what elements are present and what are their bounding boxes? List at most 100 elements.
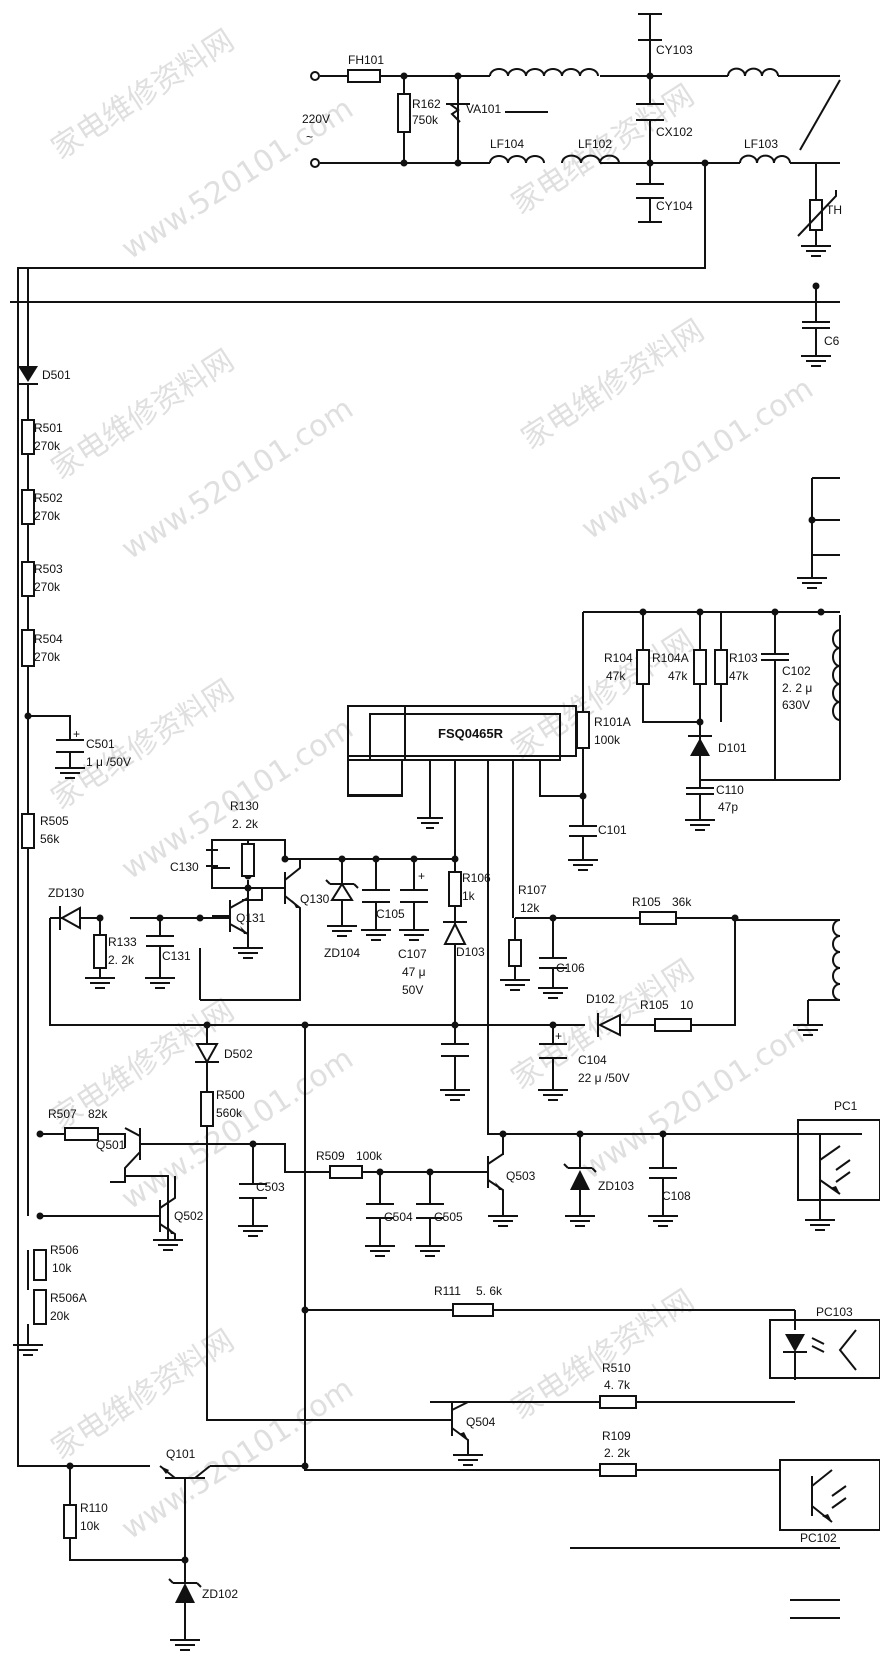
thermistor-th: [797, 190, 837, 237]
label-r503: R503: [34, 562, 63, 576]
inductor-top-2: [561, 68, 599, 77]
resistor-r510: [599, 1395, 637, 1409]
label-zd130: ZD130: [48, 886, 84, 900]
label-cx102: CX102: [656, 125, 693, 139]
capacitor-c503: [239, 1183, 267, 1199]
label-r509: R509: [316, 1149, 345, 1163]
label-c130: C130: [170, 860, 199, 874]
transistor-q503: [470, 1134, 504, 1216]
resistor-r505: [21, 813, 35, 849]
resistor-r104: [636, 649, 650, 685]
resistor-r507: [64, 1127, 99, 1141]
resistor-r107: [508, 939, 522, 967]
label-r130: R130: [230, 799, 259, 813]
label-r500: R500: [216, 1088, 245, 1102]
label-r133: R133: [108, 935, 137, 949]
value-r104: 47k: [606, 669, 626, 683]
label-r103: R103: [729, 651, 758, 665]
value-r505: 56k: [40, 832, 60, 846]
value-r106: 1k: [462, 889, 476, 903]
capacitor-cy103: [638, 13, 662, 41]
label-r110: R110: [80, 1501, 108, 1515]
label-c102: C102: [782, 664, 811, 678]
watermark-cn: 家电维修资料网: [45, 343, 240, 487]
label-c501: C501: [86, 737, 115, 751]
value-r506: 10k: [52, 1261, 72, 1275]
watermarks: 家电维修资料网 www.520101.com 家电维修资料网 家电维修资料网 w…: [45, 23, 819, 1547]
label-c110: C110: [716, 783, 744, 797]
label-q501: Q501: [96, 1138, 126, 1152]
resistor-r104a: [693, 649, 707, 685]
value-c102-cap: 2. 2 μ: [782, 681, 812, 695]
label-c503: C503: [256, 1180, 285, 1194]
optocoupler-pc1x: [797, 1119, 880, 1201]
label-q101: Q101: [166, 1447, 196, 1461]
transistor-q130: [262, 859, 301, 930]
mains-ac-symbol: ~: [306, 130, 313, 144]
capacitor-c110: [686, 787, 714, 795]
inductor-top-1: [489, 68, 563, 77]
label-va101: VA101: [466, 102, 501, 116]
value-r133: 2. 2k: [108, 953, 135, 967]
ic-fsq0465r: [347, 705, 577, 797]
label-d103: D103: [456, 945, 485, 959]
label-zd102: ZD102: [202, 1587, 238, 1601]
label-zd103: ZD103: [598, 1179, 634, 1193]
transistor-q504: [430, 1401, 469, 1455]
zener-zd130: [59, 906, 81, 930]
label-c131: C131: [162, 949, 191, 963]
optocoupler-pc103: [769, 1310, 880, 1380]
inductor-top-3: [727, 67, 779, 77]
label-q131: Q131: [236, 911, 266, 925]
capacitor-c106: [539, 957, 567, 969]
label-c6x: C6: [824, 334, 840, 348]
label-pc102: PC102: [800, 1531, 837, 1545]
value-r509: 100k: [356, 1149, 383, 1163]
capacitor-c501: [56, 739, 84, 753]
label-r101a: R101A: [594, 715, 631, 729]
label-pc1x: PC1: [834, 1099, 858, 1113]
transistor-q502: [40, 1176, 176, 1240]
label-q130: Q130: [300, 892, 330, 906]
value-c107-cap: 47 μ: [402, 965, 426, 979]
label-r111: R111: [434, 1284, 461, 1298]
value-r101a: 100k: [594, 733, 621, 747]
resistor-r162: [397, 93, 411, 133]
zener-zd102: [168, 1578, 202, 1603]
capacitor-c107: [400, 889, 428, 903]
label-r501: R501: [34, 421, 63, 435]
c501-plus-mark: +: [73, 727, 80, 741]
fuse-fh101: [347, 69, 381, 83]
inductor-lf103: [739, 154, 791, 164]
label-c504: C504: [384, 1210, 413, 1224]
capacitor-c504: [366, 1203, 394, 1219]
transformer-aux: [832, 919, 841, 1001]
label-c505: C505: [434, 1210, 463, 1224]
c107-plus-mark: +: [418, 869, 425, 883]
label-c101: C101: [598, 823, 627, 837]
capacitor-c505: [416, 1203, 444, 1219]
value-r105-36k: 36k: [672, 895, 692, 909]
label-r107: R107: [518, 883, 547, 897]
value-r130: 2. 2k: [232, 817, 259, 831]
capacitor-cx102: [636, 103, 664, 121]
mains-voltage-label: 220V: [302, 112, 330, 126]
label-lf102: LF102: [578, 137, 612, 151]
resistor-r105-10: [654, 1018, 692, 1032]
value-r503: 270k: [34, 580, 61, 594]
label-r106: R106: [462, 871, 491, 885]
resistor-r509: [329, 1165, 363, 1179]
resistor-r506a: [33, 1289, 47, 1325]
label-r502: R502: [34, 491, 63, 505]
label-fh101: FH101: [348, 53, 384, 67]
label-r505: R505: [40, 814, 69, 828]
transistor-q101: [159, 1465, 211, 1490]
label-c106: C106: [556, 961, 585, 975]
label-c108: C108: [662, 1189, 691, 1203]
diode-d502: [195, 1043, 219, 1065]
resistor-r503: [21, 561, 35, 597]
label-cy104: CY104: [656, 199, 693, 213]
capacitor-c102: [761, 653, 789, 661]
value-r109: 2. 2k: [604, 1446, 631, 1460]
value-r111: 5. 6k: [476, 1284, 503, 1298]
